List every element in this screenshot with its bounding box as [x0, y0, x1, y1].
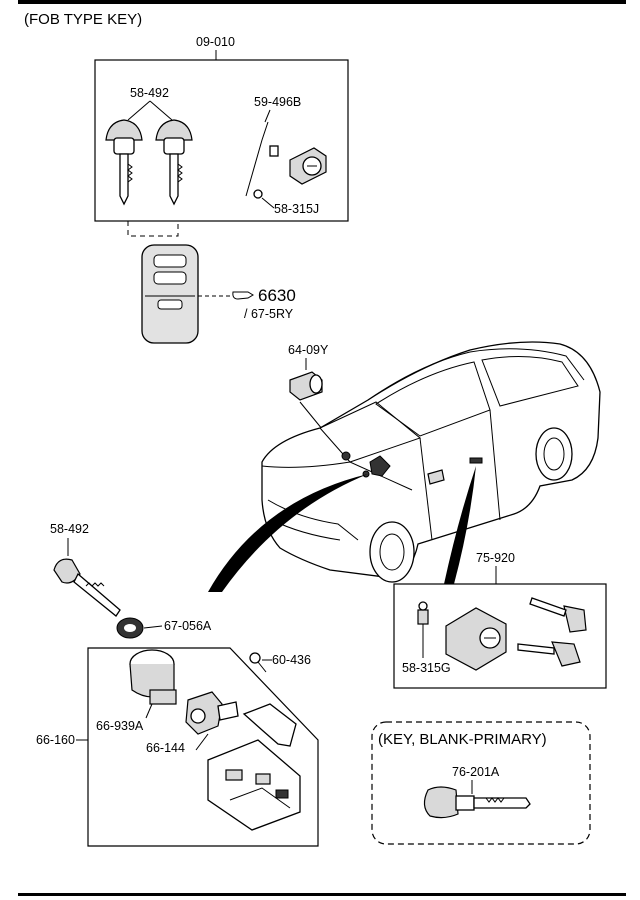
switch-set-box	[87, 647, 319, 847]
door-set-box	[393, 583, 607, 689]
fob-kit-group: 09-010 58-492 59-496B	[94, 35, 349, 222]
blank-key-group: (KEY, BLANK-PRIMARY) 76-201A	[371, 721, 591, 845]
key-icon	[529, 597, 587, 633]
leader-swoosh-ignition	[208, 474, 368, 592]
sedan-car-illustration	[261, 341, 601, 583]
lock-body-icon	[207, 739, 301, 831]
screw-icon	[417, 601, 429, 625]
steering-lock-icon	[185, 691, 239, 735]
label-cylinder-top[interactable]: 64-09Y	[288, 343, 329, 357]
bottom-rule	[18, 893, 626, 896]
dashed-link-fob	[127, 221, 179, 237]
label-switch-set[interactable]: 66-160	[36, 733, 75, 747]
label-screw-top[interactable]: 58-315J	[274, 202, 319, 216]
lock-cylinder-icon	[289, 147, 327, 185]
label-switch-b[interactable]: 66-144	[146, 741, 185, 755]
bolt-icon	[249, 652, 267, 673]
label-door-set[interactable]: 75-920	[476, 551, 515, 565]
door-set-group: 75-920 58-315G	[393, 551, 607, 689]
switch-set-group: 66-160 66-939A 66-144 60-436	[36, 647, 319, 847]
label-fob-kit[interactable]: 09-010	[196, 35, 235, 49]
label-switch-a[interactable]: 66-939A	[96, 719, 144, 733]
label-blank-key[interactable]: 76-201A	[452, 765, 500, 779]
ignition-switch-icon	[129, 649, 177, 705]
top-rule	[18, 0, 626, 4]
label-ref-6630[interactable]: 6630	[258, 286, 296, 305]
fob-remote-icon	[141, 244, 199, 344]
label-bolt[interactable]: 60-436	[272, 653, 311, 667]
fob-kit-box	[94, 59, 349, 222]
blank-box-title: (KEY, BLANK-PRIMARY)	[378, 731, 547, 748]
page-title: (FOB TYPE KEY)	[24, 11, 142, 28]
label-ring[interactable]: 67-056A	[164, 619, 212, 633]
hand-pointer-icon	[232, 291, 254, 300]
bracket-rod	[245, 121, 269, 197]
label-key-top[interactable]: 58-492	[130, 86, 169, 100]
key-icon	[105, 119, 143, 206]
label-bracket[interactable]: 59-496B	[254, 95, 301, 109]
ring-icon	[116, 617, 144, 639]
cover-icon	[242, 703, 297, 747]
key-icon	[155, 119, 193, 206]
door-cylinder-icon	[445, 607, 507, 671]
key-icon	[517, 641, 581, 667]
key-icon	[53, 558, 121, 617]
label-key-left[interactable]: 58-492	[50, 522, 89, 536]
label-ref-67[interactable]: / 67-5RY	[244, 307, 294, 321]
blank-key-icon	[423, 786, 531, 819]
blank-key-box	[371, 721, 591, 845]
label-screw-door[interactable]: 58-315G	[402, 661, 451, 675]
ignition-cylinder-icon	[289, 371, 323, 401]
leader-swoosh-door	[444, 466, 476, 584]
